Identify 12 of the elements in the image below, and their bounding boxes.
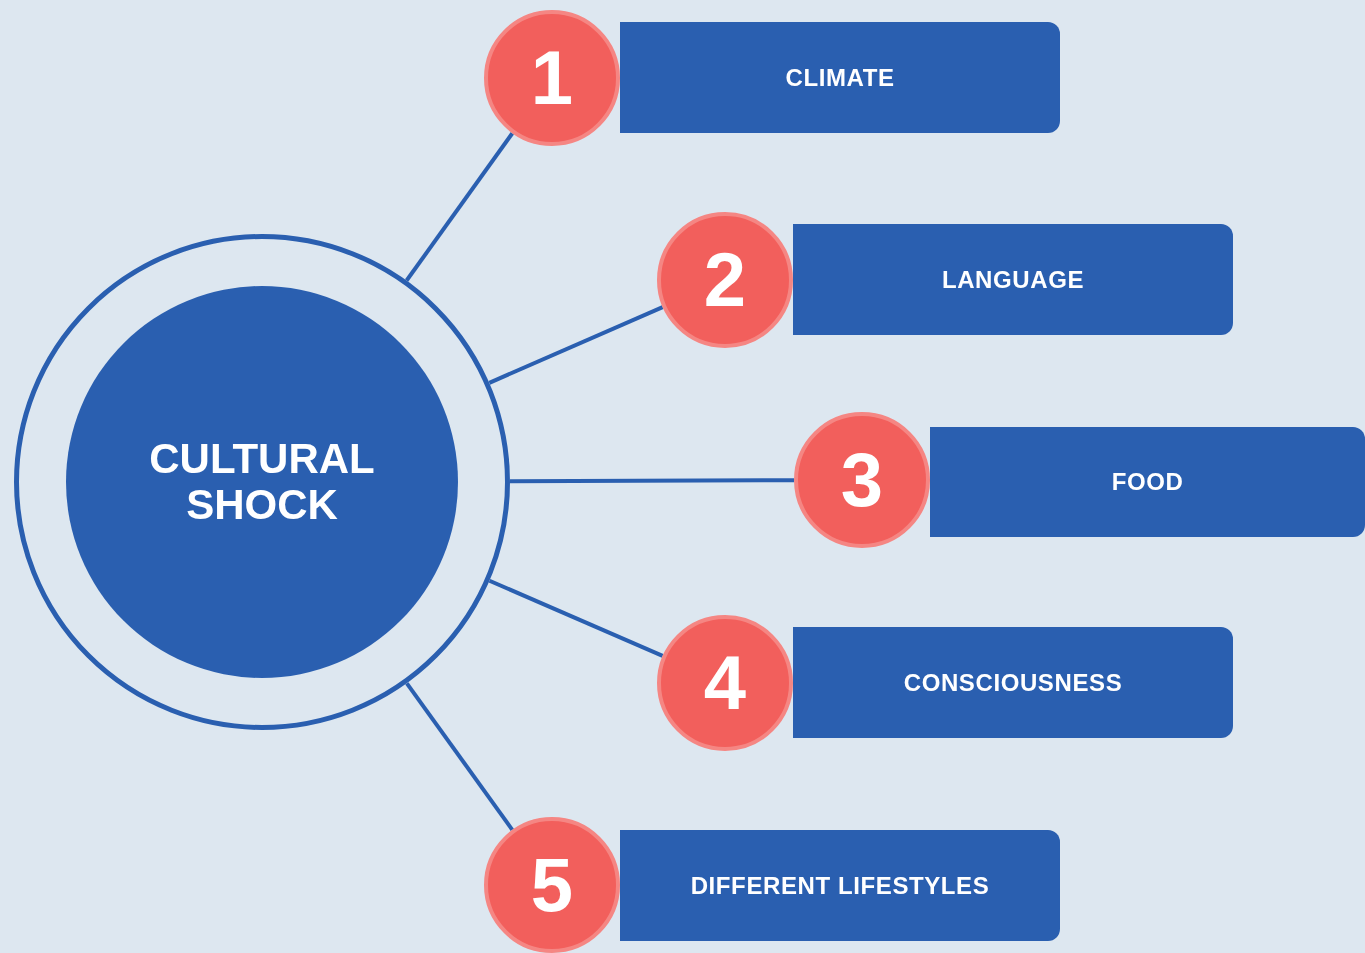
connector-line (405, 132, 514, 282)
topic-bar: CONSCIOUSNESS (793, 627, 1233, 738)
connector-line (405, 682, 514, 831)
topic-bar: CLIMATE (620, 22, 1060, 133)
hub-label: CULTURAL SHOCK (148, 436, 376, 528)
topic-bar: DIFFERENT LIFESTYLES (620, 830, 1060, 941)
connector-line (510, 478, 794, 484)
connector-line (488, 305, 664, 385)
hub-ring (14, 234, 510, 730)
topic-bar: LANGUAGE (793, 224, 1233, 335)
connector-line (488, 578, 664, 658)
topic-bar: FOOD (930, 427, 1365, 537)
